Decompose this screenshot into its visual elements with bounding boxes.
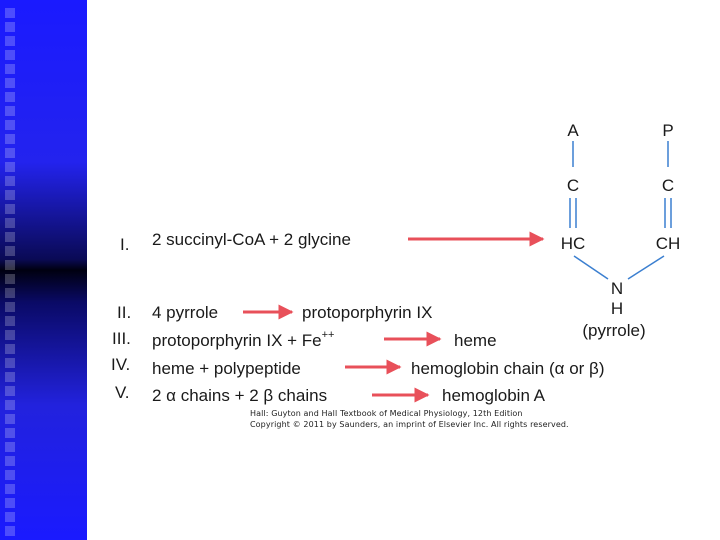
sidebar-square [5, 246, 15, 256]
pyrrole-ch: CH [656, 234, 681, 253]
sidebar-square [5, 190, 15, 200]
sidebar-square [5, 106, 15, 116]
sidebar-square [5, 176, 15, 186]
step-2-product: protoporphyrin IX [302, 303, 432, 322]
copyright-line-1: Hall: Guyton and Hall Textbook of Medica… [250, 409, 523, 418]
sidebar-square [5, 78, 15, 88]
sidebar-square [5, 498, 15, 508]
pyrrole-nitrogen: N [611, 279, 623, 298]
sidebar-square [5, 302, 15, 312]
sidebar-square [5, 36, 15, 46]
pyrrole-group-a: A [567, 121, 579, 140]
sidebar-square [5, 372, 15, 382]
sidebar-square [5, 526, 15, 536]
step-3-numeral: III. [112, 329, 131, 348]
copyright-line-2: Copyright © 2011 by Saunders, an imprint… [250, 420, 569, 429]
pyrrole-caption: (pyrrole) [582, 321, 645, 340]
step-4-product: hemoglobin chain (α or β) [411, 359, 604, 378]
step-1-reactants: 2 succinyl-CoA + 2 glycine [152, 230, 351, 249]
sidebar-square [5, 134, 15, 144]
sidebar-square [5, 120, 15, 130]
sidebar-square [5, 414, 15, 424]
sidebar-square [5, 330, 15, 340]
sidebar-square [5, 162, 15, 172]
sidebar-square [5, 470, 15, 480]
slide-sidebar [0, 0, 87, 540]
sidebar-square [5, 442, 15, 452]
sidebar-square [5, 64, 15, 74]
step-1-numeral: I. [120, 235, 129, 254]
sidebar-square [5, 50, 15, 60]
step-3-product: heme [454, 331, 497, 350]
bond-hc-n [573, 255, 609, 280]
sidebar-square [5, 386, 15, 396]
sidebar-square [5, 400, 15, 410]
step-3-reactants: protoporphyrin IX + Fe++ [152, 329, 334, 350]
copyright-notice: Hall: Guyton and Hall Textbook of Medica… [250, 408, 569, 430]
step-5-product: hemoglobin A [442, 386, 546, 405]
sidebar-square [5, 8, 15, 18]
sidebar-square [5, 358, 15, 368]
step-2-numeral: II. [117, 303, 131, 322]
sidebar-square [5, 218, 15, 228]
sidebar-square [5, 344, 15, 354]
pyrrole-structure: A P C C HC CH N H (pyrrole) [561, 121, 681, 340]
sidebar-square [5, 512, 15, 522]
pyrrole-group-p: P [662, 121, 673, 140]
sidebar-square [5, 260, 15, 270]
sidebar-square [5, 232, 15, 242]
pyrrole-hydrogen: H [611, 299, 623, 318]
pyrrole-hc: HC [561, 234, 586, 253]
sidebar-square [5, 92, 15, 102]
step-5-reactants: 2 α chains + 2 β chains [152, 386, 327, 405]
sidebar-square [5, 204, 15, 214]
sidebar-square [5, 316, 15, 326]
sidebar-square [5, 456, 15, 466]
sidebar-square [5, 288, 15, 298]
fe-charge-superscript: ++ [322, 329, 335, 341]
bond-ch-n [627, 255, 665, 280]
step-5-numeral: V. [115, 383, 130, 402]
sidebar-square [5, 148, 15, 158]
pyrrole-carbon-right: C [662, 176, 674, 195]
sidebar-square [5, 22, 15, 32]
sidebar-square [5, 274, 15, 284]
sidebar-square [5, 428, 15, 438]
step-4-reactants: heme + polypeptide [152, 359, 301, 378]
step-4-numeral: IV. [111, 355, 130, 374]
step-2-reactant: 4 pyrrole [152, 303, 218, 322]
pyrrole-carbon-left: C [567, 176, 579, 195]
sidebar-square [5, 484, 15, 494]
